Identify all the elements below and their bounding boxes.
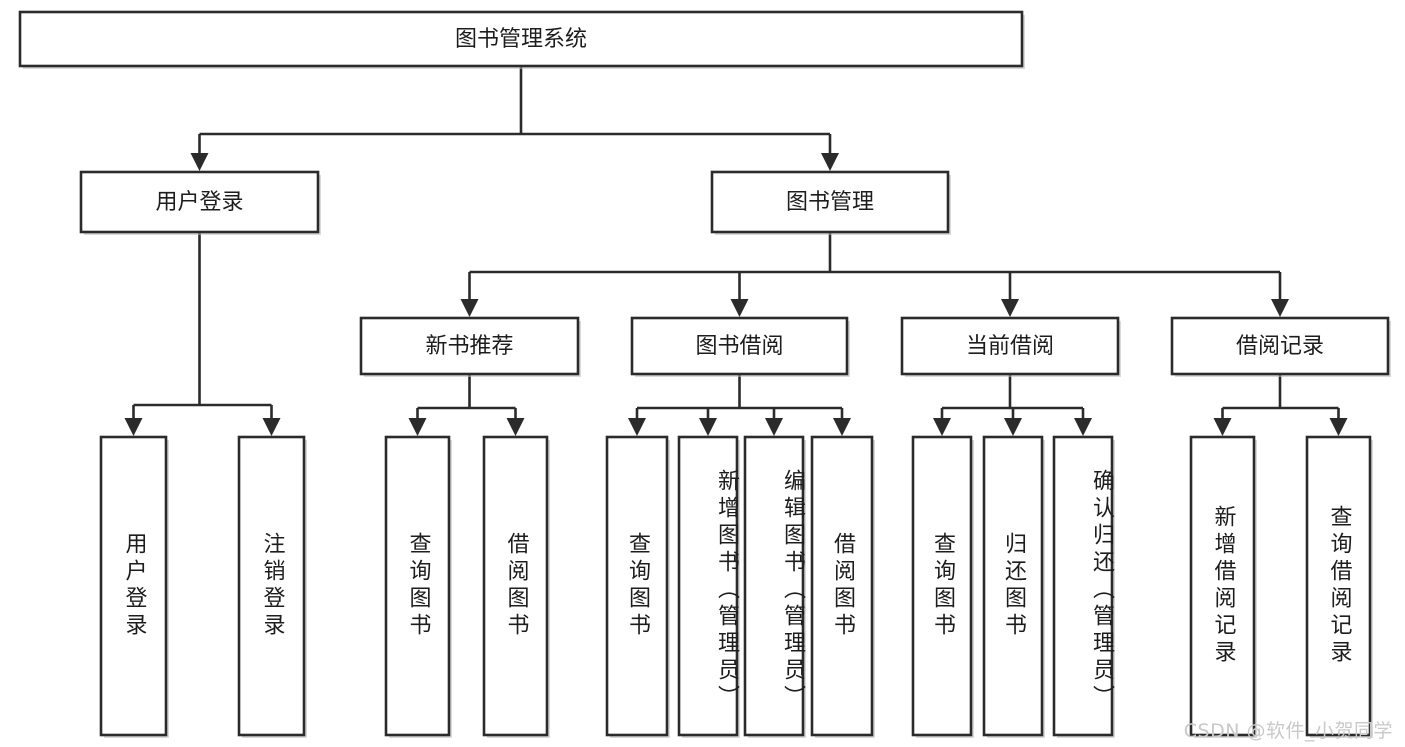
node-label-new-book-recommend: 新书推荐 <box>425 334 513 359</box>
node-box-new-book-recommend[interactable] <box>359 316 580 376</box>
node-box-leaf-return-book[interactable] <box>982 435 1044 737</box>
arrow-head-icon <box>124 418 143 436</box>
node-box-book-management[interactable] <box>710 170 950 234</box>
connector-layer <box>124 66 1348 436</box>
node-box-leaf-user-login[interactable] <box>99 435 168 737</box>
node-box-current-borrow[interactable] <box>900 316 1120 376</box>
node-box-layer <box>18 10 1391 738</box>
node-box-leaf-user-logout[interactable] <box>237 435 306 737</box>
arrow-head-icon <box>1001 299 1019 317</box>
node-box-leaf-edit-book[interactable] <box>743 435 805 737</box>
arrow-head-icon <box>1004 418 1022 436</box>
node-label-borrow-records: 借阅记录 <box>1236 334 1324 359</box>
node-label-user-login: 用户登录 <box>155 190 243 215</box>
node-box-root[interactable] <box>18 10 1024 68</box>
arrow-head-icon <box>833 418 851 436</box>
node-box-leaf-add-record[interactable] <box>1189 435 1256 737</box>
arrow-head-icon <box>262 418 281 436</box>
arrow-head-icon <box>821 153 839 171</box>
arrow-head-icon <box>933 418 951 436</box>
arrow-head-icon <box>1213 418 1232 436</box>
node-box-book-borrow[interactable] <box>630 316 849 376</box>
node-box-user-login[interactable] <box>79 170 320 234</box>
arrow-head-icon <box>460 299 479 317</box>
node-box-leaf-query-book-2[interactable] <box>605 435 669 737</box>
node-box-leaf-query-record[interactable] <box>1305 435 1372 737</box>
arrow-head-icon <box>190 153 209 171</box>
arrow-head-icon <box>1271 299 1289 317</box>
node-box-leaf-query-book-1[interactable] <box>384 435 451 737</box>
node-box-leaf-add-book[interactable] <box>677 435 739 737</box>
arrow-head-icon <box>1074 418 1092 436</box>
arrow-head-icon <box>1329 418 1348 436</box>
csdn-watermark: CSDN @软件_小贺同学 <box>1183 720 1393 742</box>
node-label-book-management: 图书管理 <box>786 190 874 215</box>
node-box-borrow-records[interactable] <box>1170 316 1390 376</box>
node-box-leaf-borrow-book-2[interactable] <box>810 435 874 737</box>
arrow-head-icon <box>699 418 717 436</box>
node-box-leaf-confirm-return[interactable] <box>1052 435 1114 737</box>
node-box-leaf-borrow-book-1[interactable] <box>482 435 549 737</box>
node-label-book-borrow: 图书借阅 <box>695 334 783 359</box>
arrow-head-icon <box>628 418 646 436</box>
arrow-head-icon <box>765 418 783 436</box>
node-label-root: 图书管理系统 <box>455 27 587 52</box>
arrow-head-icon <box>506 418 525 436</box>
arrow-head-icon <box>408 418 427 436</box>
arrow-head-icon <box>730 299 749 317</box>
node-box-leaf-query-book-3[interactable] <box>911 435 973 737</box>
node-label-current-borrow: 当前借阅 <box>966 334 1054 359</box>
